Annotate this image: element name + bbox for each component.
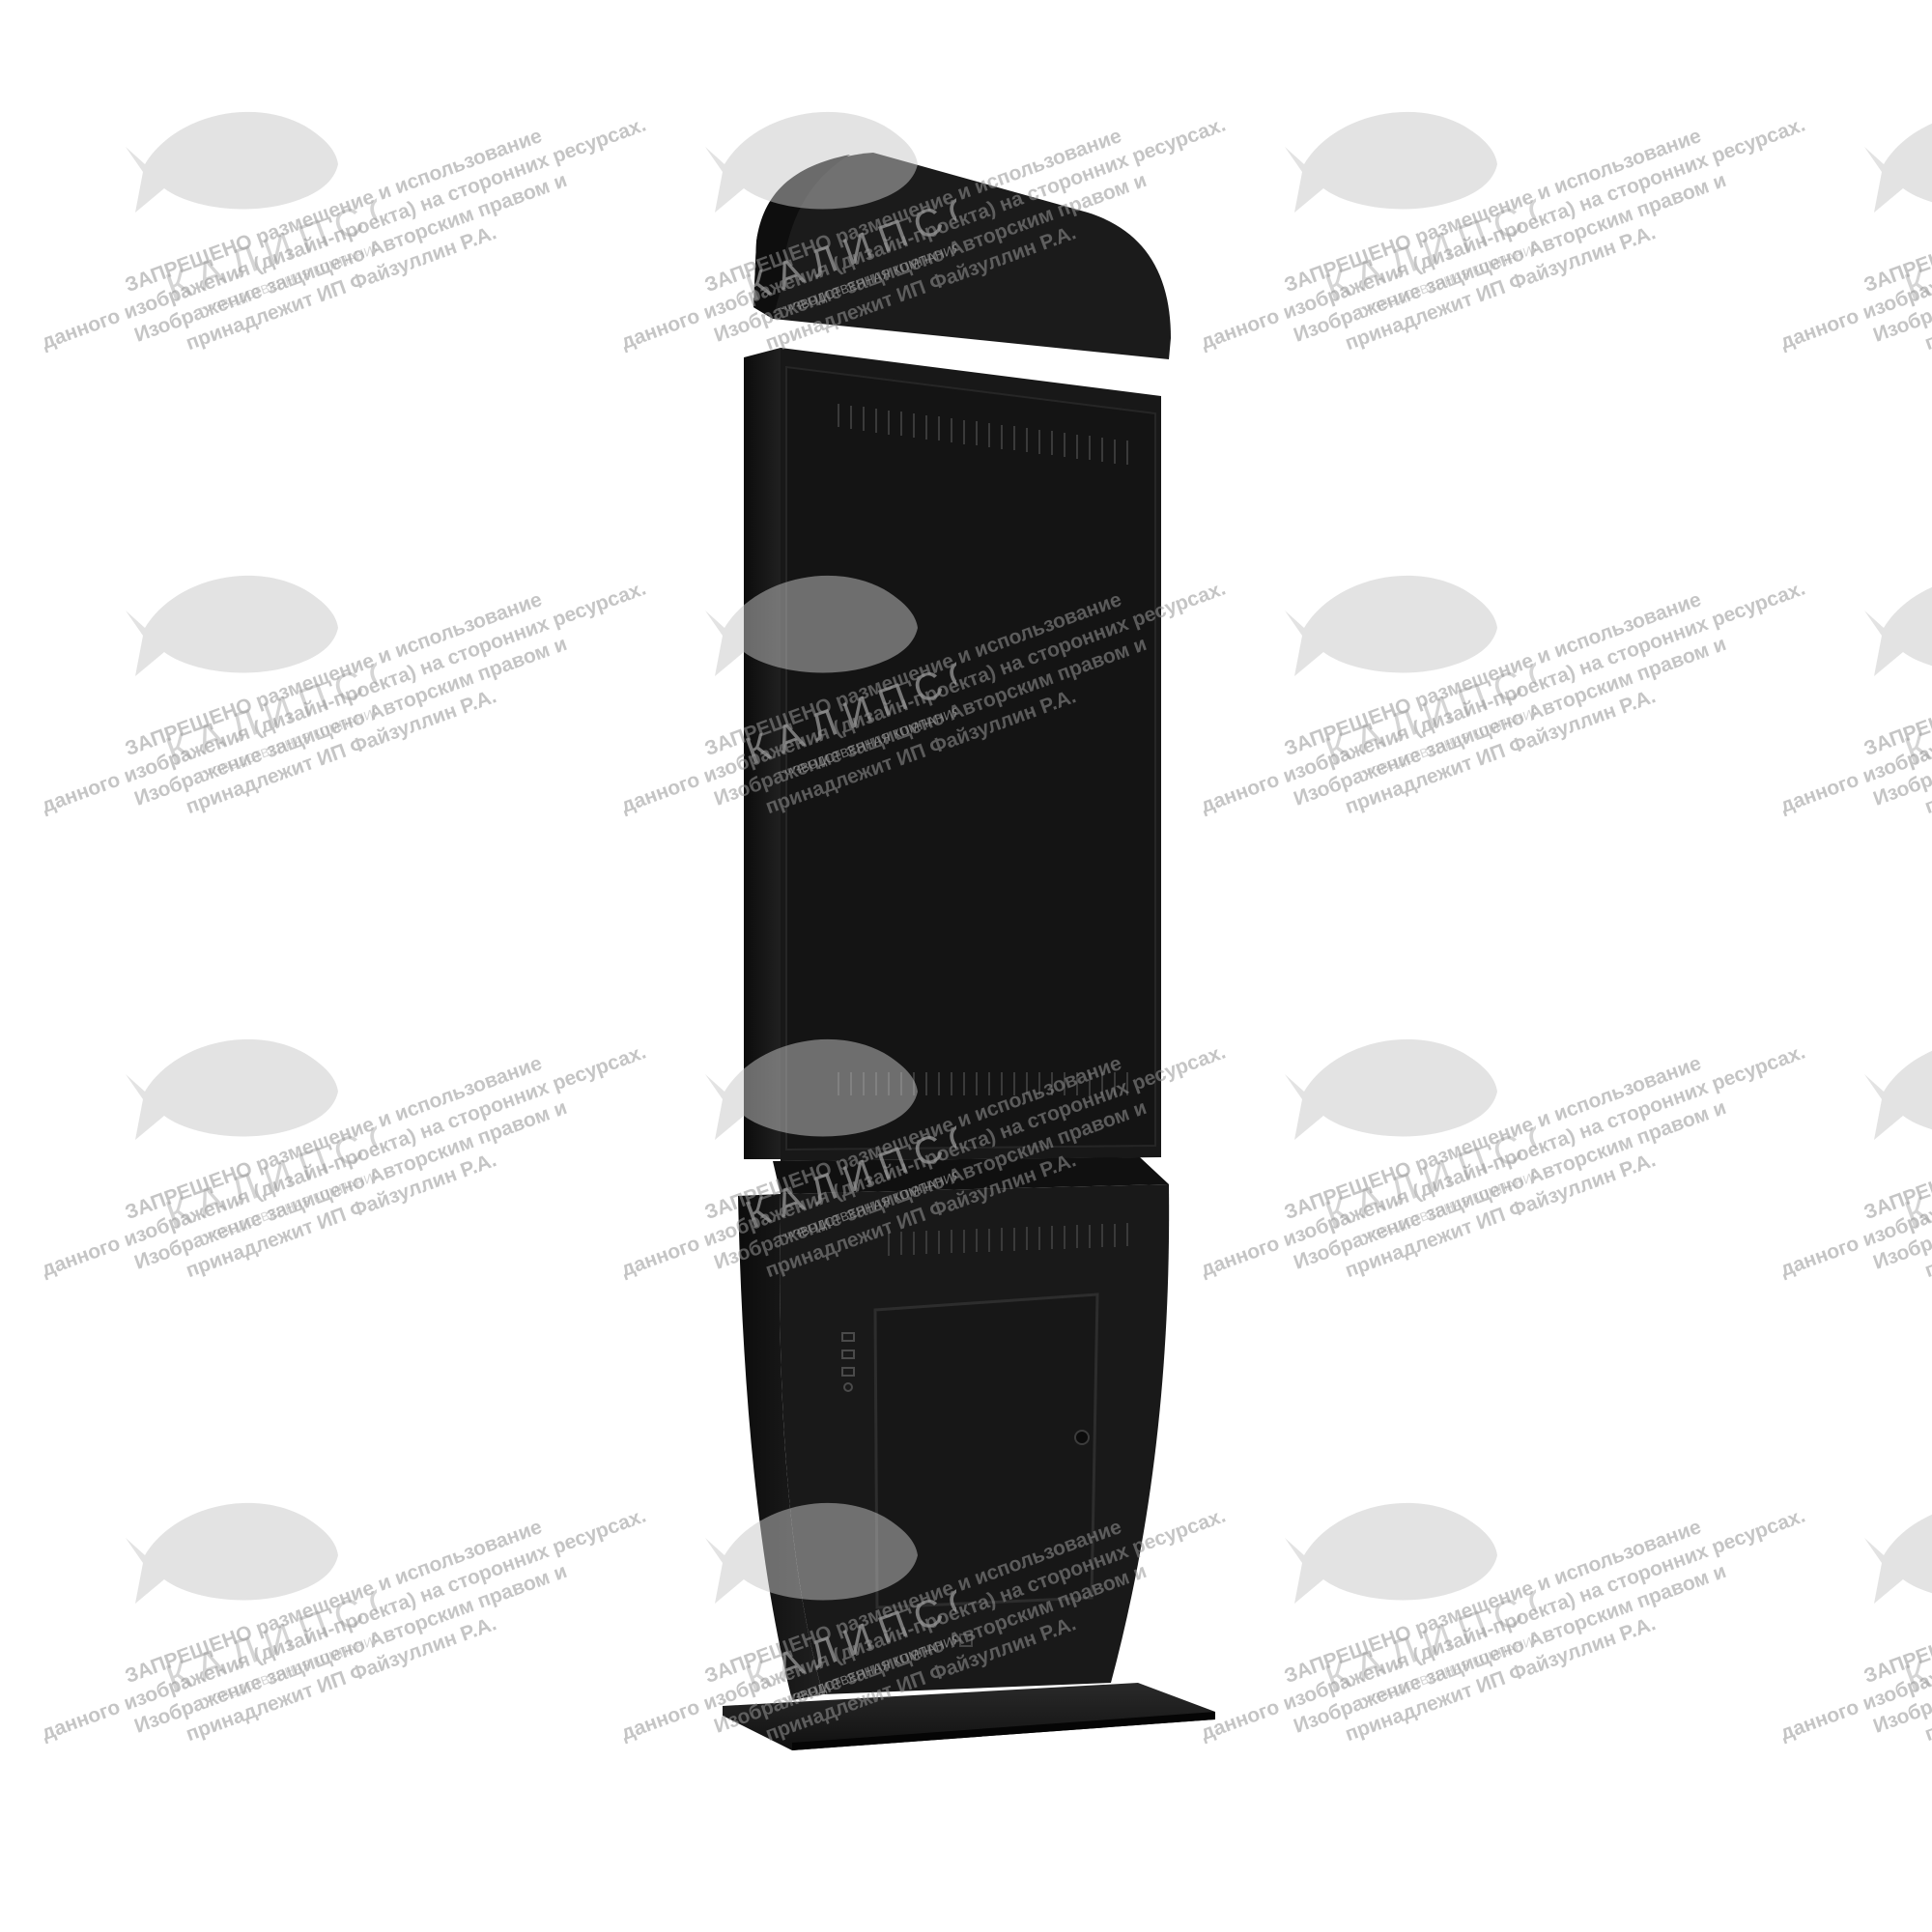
kiosk-base-plate: [723, 1683, 1215, 1750]
kiosk-service-door[interactable]: [873, 1293, 1099, 1609]
kiosk-base-edge: [792, 1712, 1215, 1750]
usb-port-icon[interactable]: [841, 1332, 855, 1377]
kiosk-screen-side: [744, 348, 781, 1159]
power-button-icon[interactable]: [843, 1382, 853, 1392]
kiosk-top-cap: [753, 153, 1171, 359]
kiosk-cabinet-side: [738, 1194, 823, 1700]
kiosk-neck: [773, 1157, 1169, 1194]
lock-icon[interactable]: [1074, 1430, 1090, 1445]
kiosk-vent-top: [838, 404, 1128, 465]
kiosk-cabinet-vent: [888, 1223, 1128, 1256]
logo-icon: [959, 1634, 973, 1647]
kiosk-screen-panel: [785, 365, 1156, 1151]
